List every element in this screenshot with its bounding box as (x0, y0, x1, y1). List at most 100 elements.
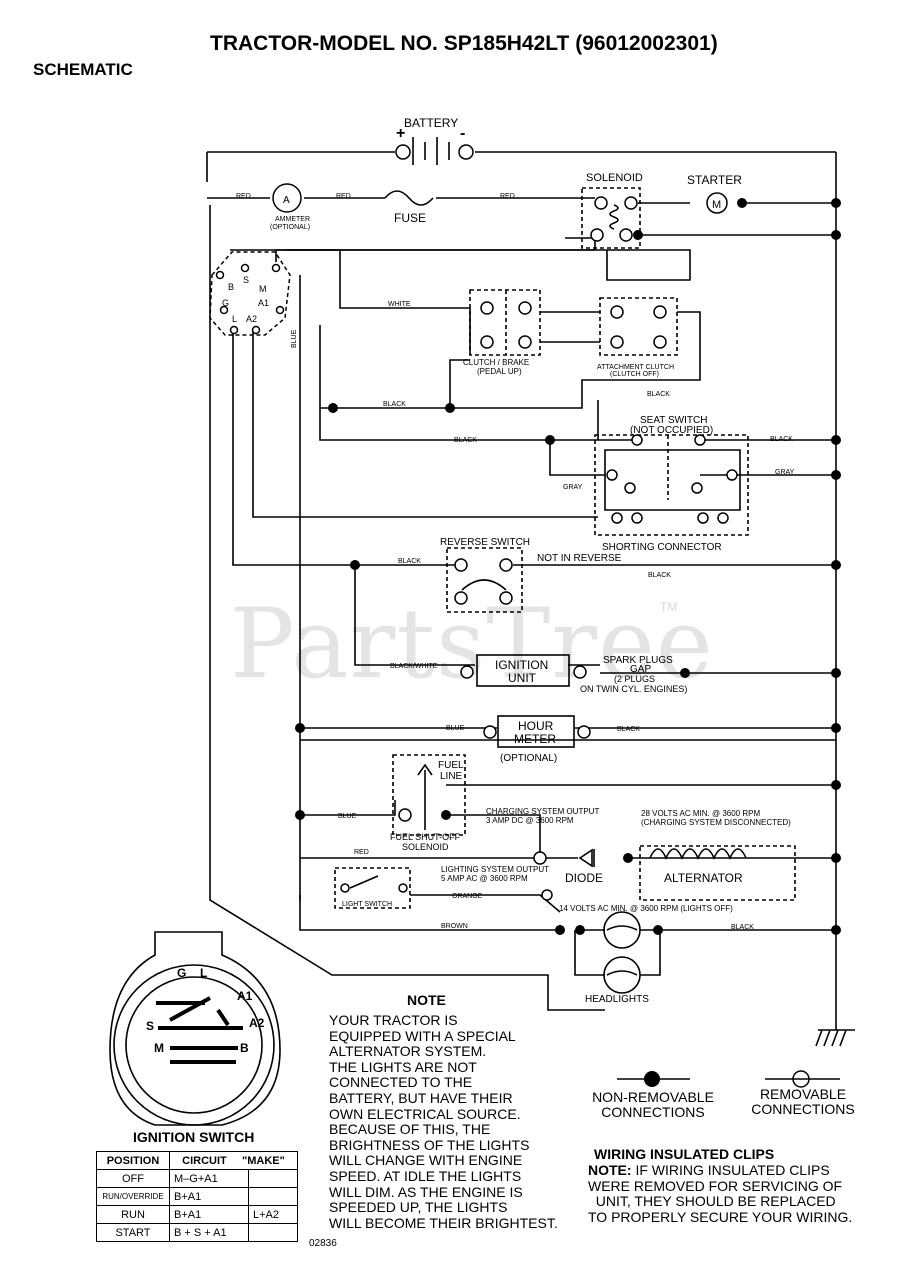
clips-line-0: IF WIRING INSULATED CLIPS (631, 1162, 830, 1178)
face-label-g: G (177, 966, 186, 980)
shorting-connector-label: SHORTING CONNECTOR (602, 542, 722, 553)
terminal-l: L (232, 314, 237, 324)
fuel-line-2: LINE (440, 771, 463, 782)
note-line: SPEEDED UP, THE LIGHTS (329, 1199, 508, 1216)
note-heading: NOTE (407, 992, 446, 1008)
gap-label: GAP (630, 664, 651, 675)
note-line: WILL BECOME THEIR BRIGHTEST. (329, 1214, 558, 1231)
row-circuit: M–G+A1 (169, 1169, 249, 1188)
note-line: CONNECTED TO THE (329, 1074, 473, 1091)
ignition-switch-heading: IGNITION SWITCH (133, 1129, 255, 1145)
volts-dc-line2: (CHARGING SYSTEM DISCONNECTED) (641, 818, 791, 827)
wire-red-2: RED (336, 193, 351, 200)
non-removable-dots (295, 198, 841, 1087)
wire-gray-1: GRAY (775, 469, 795, 476)
row-position: RUN (96, 1205, 170, 1224)
lighting-output-line2: 5 AMP AC @ 3600 RPM (441, 874, 528, 883)
light-switch-label: LIGHT SWITCH (342, 901, 392, 908)
table-row: OFF M–G+A1 (96, 1169, 298, 1188)
clutch-brake-state: (PEDAL UP) (477, 367, 522, 376)
wire-red-4: RED (354, 849, 369, 856)
note-line: WILL CHANGE WITH ENGINE (329, 1152, 523, 1169)
wire-black-2: BLACK (647, 391, 670, 398)
volts-dc-line1: 28 VOLTS AC MIN. @ 3600 RPM (641, 809, 760, 818)
attachment-clutch-label: ATTACHMENT CLUTCH (597, 364, 674, 371)
face-label-m: M (154, 1041, 164, 1055)
col-circuit: CIRCUIT (182, 1154, 227, 1167)
clips-line: TO PROPERLY SECURE YOUR WIRING. (588, 1208, 853, 1225)
plugs-note-line2: ON TWIN CYL. ENGINES) (580, 684, 687, 694)
terminal-s: S (243, 275, 249, 285)
wire-brown: BROWN (441, 923, 468, 930)
hour-meter-line1: HOUR (518, 719, 554, 733)
face-label-a2: A2 (249, 1016, 265, 1030)
ignition-terminals (209, 251, 291, 336)
wires (109, 137, 855, 1126)
hour-meter-optional: (OPTIONAL) (500, 753, 557, 764)
fuel-line-1: FUEL (438, 760, 464, 771)
battery-label: BATTERY (404, 116, 458, 130)
terminal-g: G (222, 298, 229, 308)
note-line: THE LIGHTS ARE NOT (329, 1058, 477, 1075)
wire-black-4: BLACK (770, 436, 793, 443)
wire-red-1: RED (236, 193, 251, 200)
wire-blue: BLUE (291, 329, 298, 348)
diagram-labels: BATTERY + - A AMMETER (OPTIONAL) FUSE SO… (146, 116, 795, 1055)
row-circuit: B + S + A1 (169, 1223, 249, 1242)
note-line: BRIGHTNESS OF THE LIGHTS (329, 1136, 530, 1153)
ignition-switch-table: POSITION CIRCUIT "MAKE" OFF M–G+A1 RUN/O… (96, 1151, 298, 1242)
legend-removable-line1: REMOVABLE (759, 1086, 847, 1102)
wire-red-3: RED (500, 193, 515, 200)
watermark-tm: TM (660, 600, 678, 614)
col-make: "MAKE" (242, 1154, 285, 1167)
alternator-label: ALTERNATOR (664, 871, 743, 885)
starter-label: STARTER (687, 173, 742, 187)
face-label-a1: A1 (237, 989, 253, 1003)
clips-line: WERE REMOVED FOR SERVICING OF (588, 1177, 843, 1194)
ignition-unit-line1: IGNITION (495, 658, 548, 672)
wire-black-1: BLACK (383, 401, 406, 408)
legend-non-removable-line2: CONNECTIONS (601, 1104, 705, 1120)
wire-gray-2: GRAY (563, 484, 583, 491)
clips-line: UNIT, THEY SHOULD BE REPLACED (588, 1193, 836, 1210)
page-title: TRACTOR-MODEL NO. SP185H42LT (9601200230… (210, 32, 718, 55)
row-circuit: B+A1 (169, 1205, 249, 1224)
note-body: YOUR TRACTOR IS EQUIPPED WITH A SPECIAL … (329, 1012, 589, 1231)
note-line: EQUIPPED WITH A SPECIAL (329, 1027, 516, 1044)
note-line: WILL DIM. AS THE ENGINE IS (329, 1183, 523, 1200)
clips-body: NOTE: IF WIRING INSULATED CLIPS WERE REM… (588, 1162, 853, 1225)
row-position: START (96, 1223, 170, 1242)
col-circuit-make: CIRCUIT "MAKE" (169, 1151, 298, 1170)
reverse-switch-label: REVERSE SWITCH (440, 537, 530, 548)
table-header-row: POSITION CIRCUIT "MAKE" (96, 1151, 298, 1170)
hour-meter-line2: METER (514, 732, 556, 746)
wire-orange: ORANGE (452, 893, 483, 900)
ammeter-optional: (OPTIONAL) (270, 224, 310, 231)
ignition-unit-line2: UNIT (508, 671, 537, 685)
legend-removable: REMOVABLE CONNECTIONS (738, 1087, 868, 1117)
legend-non-removable-line1: NON-REMOVABLE (592, 1089, 714, 1105)
fuel-shutoff-line1: FUEL SHUT-OFF (390, 832, 461, 842)
headlights-label: HEADLIGHTS (585, 994, 649, 1005)
face-label-s: S (146, 1019, 154, 1033)
attachment-clutch-state: (CLUTCH OFF) (610, 371, 659, 378)
terminal-m: M (259, 284, 267, 294)
wire-white: WHITE (388, 301, 411, 308)
row-position: OFF (96, 1169, 170, 1188)
row-extra (248, 1223, 298, 1242)
row-extra (248, 1187, 298, 1206)
solenoid-label: SOLENOID (586, 172, 643, 184)
wire-black-6: BLACK (648, 572, 671, 579)
plugs-note-line1: (2 PLUGS (614, 674, 655, 684)
note-line: OWN ELECTRICAL SOURCE. (329, 1105, 521, 1122)
ammeter-label: AMMETER (275, 216, 310, 223)
drawing-code: 02836 (309, 1238, 337, 1249)
table-row: RUN B+A1 L+A2 (96, 1205, 298, 1224)
wire-blue-3: BLUE (338, 813, 357, 820)
terminal-b: B (228, 282, 234, 292)
row-position: RUN/OVERRIDE (96, 1187, 170, 1206)
table-row: RUN/OVERRIDE B+A1 (96, 1187, 298, 1206)
diode-label: DIODE (565, 871, 603, 885)
